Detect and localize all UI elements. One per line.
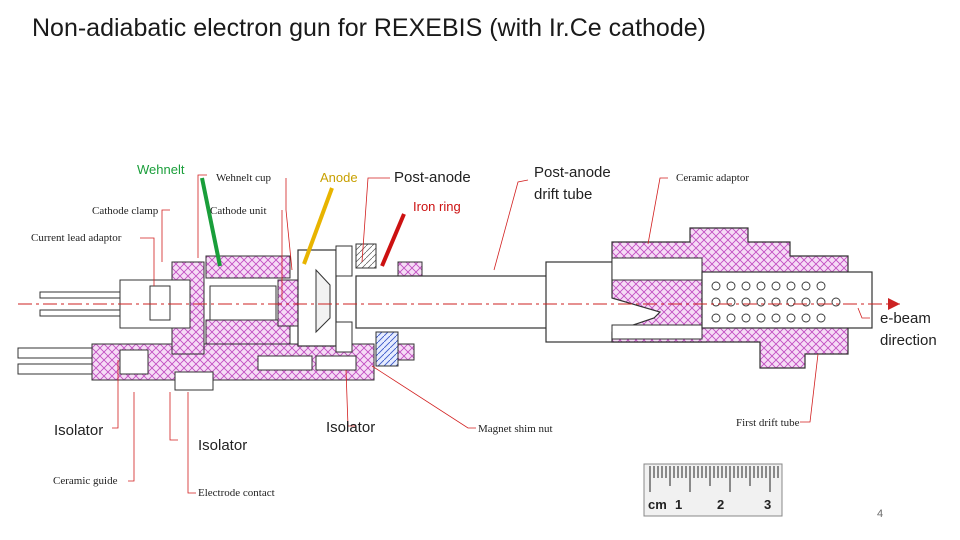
ebeam-label-line1: e-beam xyxy=(880,310,931,327)
iron-ring-pointer xyxy=(380,213,406,267)
cathode-clamp-label: Cathode clamp xyxy=(92,205,159,217)
magnet-shim-nut-label: Magnet shim nut xyxy=(478,423,553,435)
ebeam-arrow-icon xyxy=(888,298,900,310)
coil-windings xyxy=(711,281,841,323)
ceramic-adaptor-label: Ceramic adaptor xyxy=(676,172,749,184)
iron-ring xyxy=(355,243,377,269)
ruler-tick-3: 3 xyxy=(764,497,771,512)
wehnelt-pointer xyxy=(200,177,222,267)
isolator-center-label: Isolator xyxy=(326,419,375,436)
isolator-mid-label: Isolator xyxy=(198,437,247,454)
post-anode-drift-tube xyxy=(355,275,555,329)
first-drift-tube-label: First drift tube xyxy=(736,417,800,429)
ruler-unit-label: cm xyxy=(648,497,667,512)
ruler-tick-2: 2 xyxy=(717,497,724,512)
electrode-contact-label: Electrode contact xyxy=(198,487,275,499)
gun-assembly xyxy=(17,227,873,391)
post-anode-drift-tube-label-line2: drift tube xyxy=(534,186,592,203)
post-anode-drift-tube-label-line1: Post-anode xyxy=(534,164,611,181)
current-lead-adaptor-label: Current lead adaptor xyxy=(31,232,122,244)
wehnelt-label: Wehnelt xyxy=(137,162,185,177)
callout-lines xyxy=(112,174,870,494)
scale-ruler: cm 1 2 3 xyxy=(643,463,783,517)
slide-title: Non-adiabatic electron gun for REXEBIS (… xyxy=(32,14,706,42)
iron-ring-label: Iron ring xyxy=(413,199,461,214)
isolator-left-label: Isolator xyxy=(54,422,103,439)
post-anode-label: Post-anode xyxy=(394,169,471,186)
anode-label: Anode xyxy=(320,170,358,185)
slide-number: 4 xyxy=(877,508,884,520)
ebeam-label-line2: direction xyxy=(880,332,937,349)
wehnelt-cup-label: Wehnelt cup xyxy=(216,172,272,184)
cathode-unit-label: Cathode unit xyxy=(210,205,267,217)
anode-pointer xyxy=(302,187,334,265)
ceramic-guide-label: Ceramic guide xyxy=(53,475,118,487)
ruler-tick-1: 1 xyxy=(675,497,682,512)
